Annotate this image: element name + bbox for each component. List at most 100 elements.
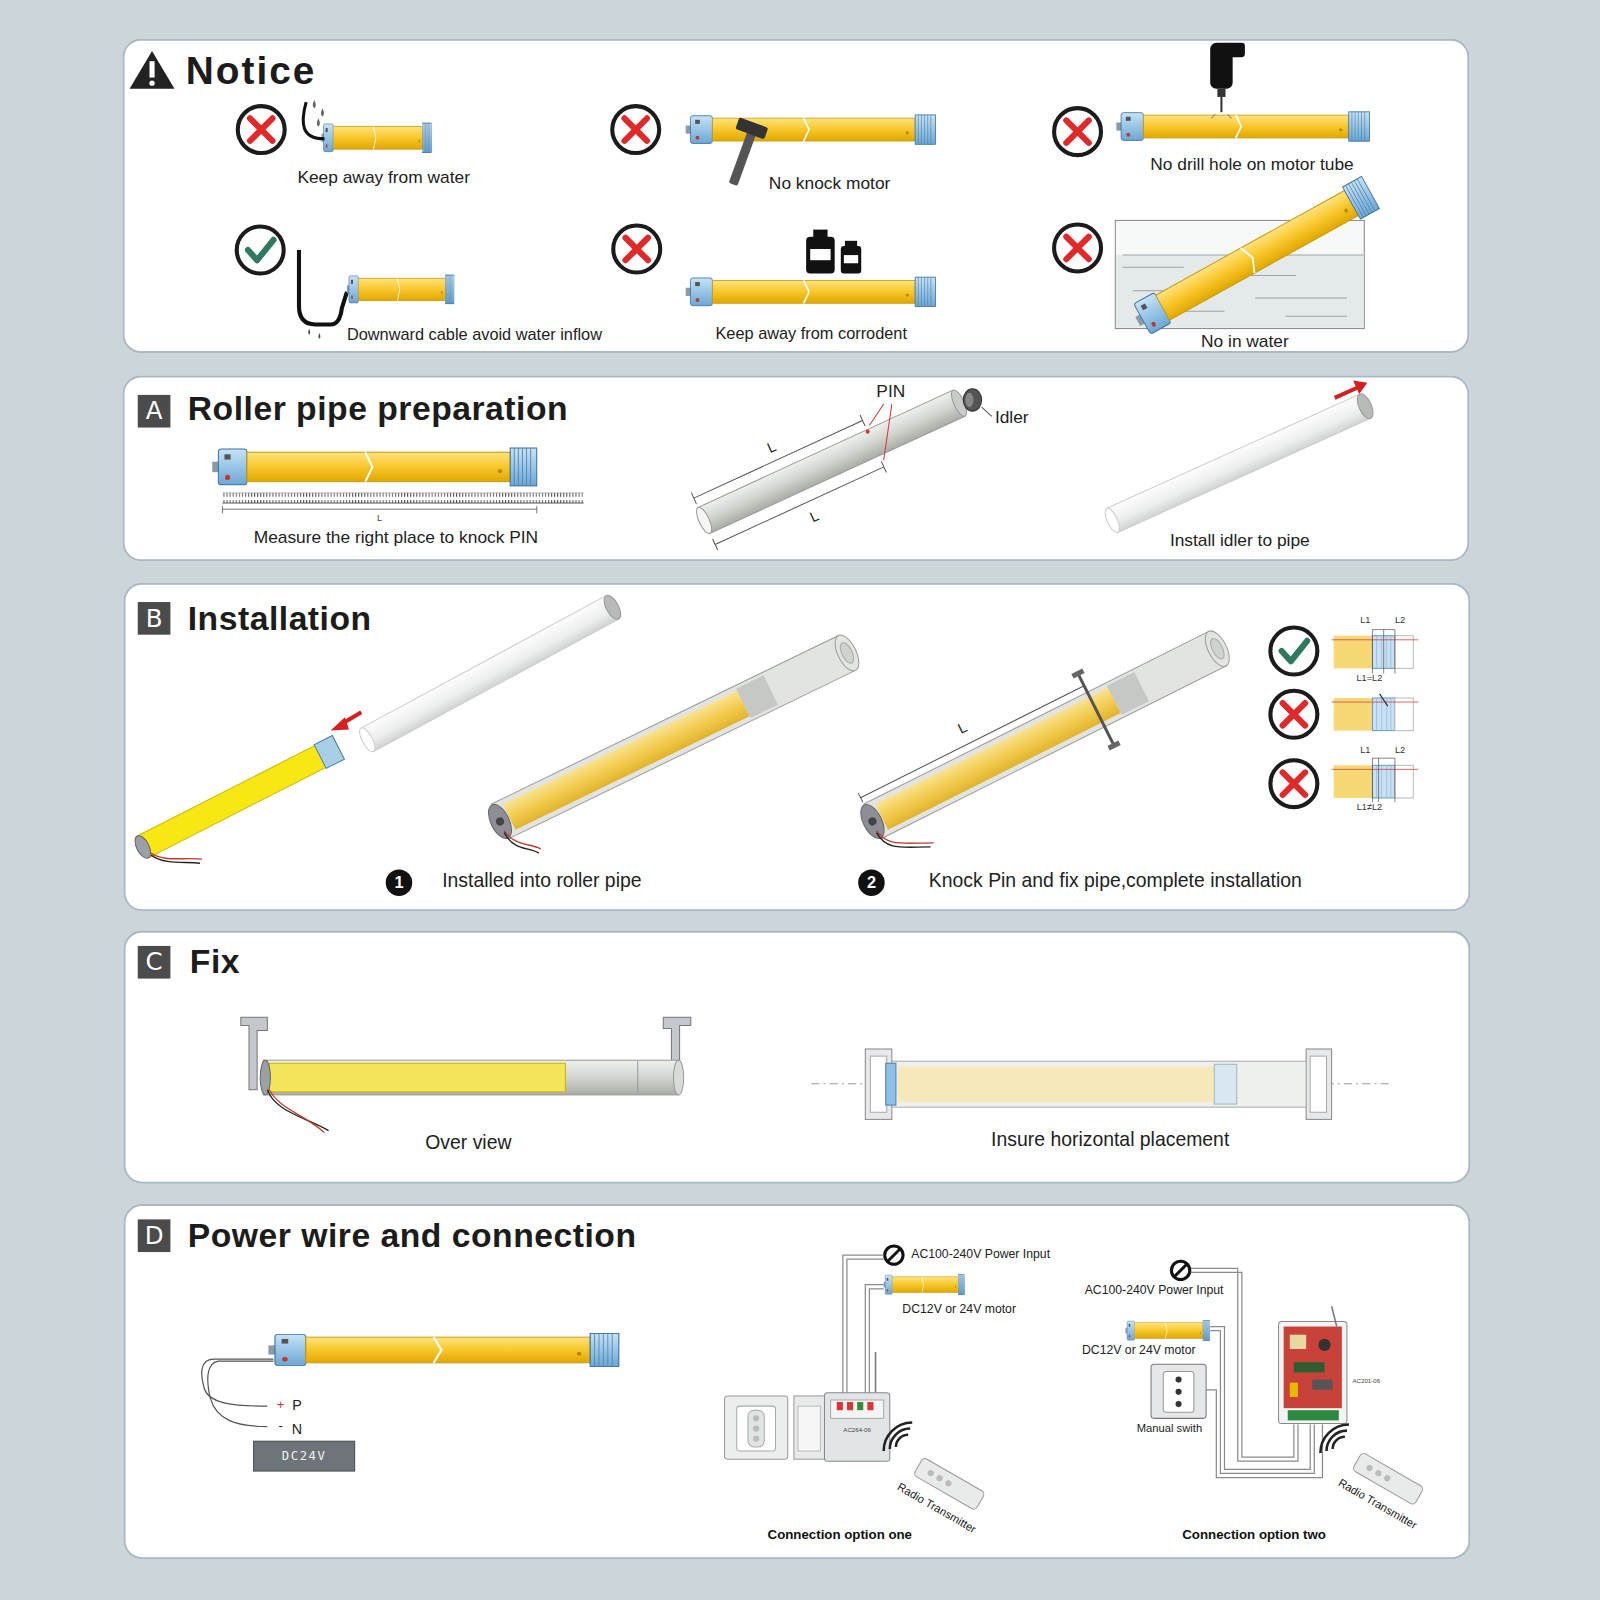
connection-one-art-part xyxy=(753,1426,759,1432)
connection-two-art-part xyxy=(1151,1364,1206,1418)
no-drill-part xyxy=(1217,89,1225,97)
fix-art-part xyxy=(1214,1064,1236,1104)
section-heading: Installation xyxy=(188,601,372,635)
connection-one-art-part xyxy=(857,1402,863,1410)
roller-prep-part xyxy=(1353,381,1367,394)
installation-art-part-part xyxy=(1079,675,1114,744)
pin-check-diagrams-part-part xyxy=(1332,639,1419,640)
caption-label: AC201-06 xyxy=(1353,1378,1381,1384)
no-knock-part-part xyxy=(729,129,757,186)
roller-prep-part xyxy=(222,492,583,493)
letter: B xyxy=(146,606,163,630)
pin-check-diagrams-part-part xyxy=(1334,765,1373,798)
pin-check-diagrams-part-part xyxy=(1334,636,1373,669)
pin-check-diagrams-part-part xyxy=(1377,698,1391,731)
roller-prep-part xyxy=(982,407,992,416)
pin-check-diagrams-part xyxy=(1270,691,1317,738)
caption-label: DC12V or 24V motor xyxy=(1082,1344,1196,1356)
keep-away-water-part xyxy=(238,106,285,153)
no-knock-part xyxy=(717,117,768,189)
keep-corrodent-part xyxy=(844,255,858,263)
connection-one-art-part xyxy=(837,1402,843,1410)
caption-label: L2 xyxy=(1395,746,1405,755)
caption-label: No in water xyxy=(1201,333,1289,350)
connection-two-art-part-part xyxy=(1383,1474,1391,1482)
installation-art-part xyxy=(357,593,625,754)
pin-check-diagrams-part-part xyxy=(1372,629,1394,630)
warning-icon-part xyxy=(149,81,154,86)
fix-art-part xyxy=(673,1060,683,1095)
connection-two-art-part xyxy=(1176,1389,1182,1395)
section-letter: B xyxy=(138,602,171,635)
caption-label: Over view xyxy=(425,1133,511,1152)
no-drill-part xyxy=(1054,108,1101,155)
caption-label: L xyxy=(377,514,382,523)
downward-cable-part xyxy=(347,275,454,304)
panel-ground-part xyxy=(122,376,1469,562)
no-in-water-part xyxy=(1129,176,1380,337)
roller-prep-part xyxy=(869,404,891,460)
installation-art-part-part xyxy=(1071,668,1084,678)
installation-art-part-part xyxy=(137,736,344,857)
pin-check-diagrams-part-part xyxy=(1395,765,1413,798)
installation-art-part xyxy=(131,736,344,862)
section-heading: Power wire and connection xyxy=(188,1218,637,1252)
caption-label: L1≠L2 xyxy=(1357,803,1382,812)
fix-art-part xyxy=(892,1061,1306,1107)
roller-prep-part-part xyxy=(691,415,886,550)
power-wire-art-part xyxy=(208,1361,274,1426)
caption-label: Install idler to pipe xyxy=(1170,532,1310,549)
caption-label: L xyxy=(955,719,969,735)
no-drill-part xyxy=(1224,43,1244,57)
caption-label: No knock motor xyxy=(769,174,890,191)
pin-check-diagrams-part-part xyxy=(1372,630,1394,674)
connection-two-art-part xyxy=(1290,1383,1298,1397)
panel-ground-part xyxy=(123,1204,1470,1559)
connection-two-art xyxy=(1126,1261,1425,1505)
pin-check-diagrams-part xyxy=(1332,694,1419,731)
section-panel: Power wire and connectionDDC24V xyxy=(123,1204,1470,1559)
connection-two-art-part xyxy=(1176,1377,1182,1383)
keep-corrodent-part xyxy=(613,226,660,273)
connection-one-art-part xyxy=(748,1410,764,1447)
no-in-water-part xyxy=(1054,224,1101,271)
connection-one-art-part xyxy=(831,1400,884,1418)
pin-check-diagrams-part-part xyxy=(1334,698,1373,731)
caption-label: AC100-240V Power Input xyxy=(1085,1284,1224,1296)
connection-one-art-part xyxy=(753,1415,759,1421)
letter: 1 xyxy=(394,874,403,890)
caption-label: No drill hole on motor tube xyxy=(1150,156,1353,173)
installation-art-part xyxy=(504,833,539,853)
roller-prep-part xyxy=(222,506,536,513)
pin-check-diagrams-part-part xyxy=(1372,765,1394,798)
caption-label: L2 xyxy=(1395,616,1405,625)
pin-check-diagrams-part xyxy=(1270,760,1317,807)
no-knock-part xyxy=(612,106,659,153)
section-panel: FixC xyxy=(123,931,1470,1184)
caption-label: Insure horizontal placement xyxy=(991,1130,1229,1149)
letter: 2 xyxy=(867,874,876,890)
connection-two-art-part xyxy=(1171,1261,1189,1279)
connection-two-art-part xyxy=(1163,1371,1194,1412)
keep-away-water xyxy=(238,100,432,153)
pin-check-diagrams-part-part xyxy=(1332,769,1419,770)
roller-prep-part xyxy=(965,393,973,407)
no-drill-part xyxy=(1116,112,1369,141)
caption-label: Manual swith xyxy=(1137,1422,1203,1433)
keep-corrodent-part xyxy=(841,246,861,274)
caption-label: L xyxy=(765,439,778,455)
fix-art-part xyxy=(870,1056,886,1112)
keep-corrodent-part xyxy=(813,230,827,238)
callout-number: 1 xyxy=(386,869,413,896)
fix-art-part xyxy=(886,1063,896,1105)
connection-one-art-part xyxy=(884,1422,913,1451)
connection-two-art-part xyxy=(1294,1362,1325,1372)
fix-art-part xyxy=(1306,1049,1332,1119)
panel-ground-part xyxy=(123,931,1470,1184)
connection-one-art-part xyxy=(867,1402,873,1410)
roller-prep-part xyxy=(212,448,536,486)
section-letter: A xyxy=(138,395,171,428)
caption-label: Keep away from water xyxy=(297,168,470,185)
